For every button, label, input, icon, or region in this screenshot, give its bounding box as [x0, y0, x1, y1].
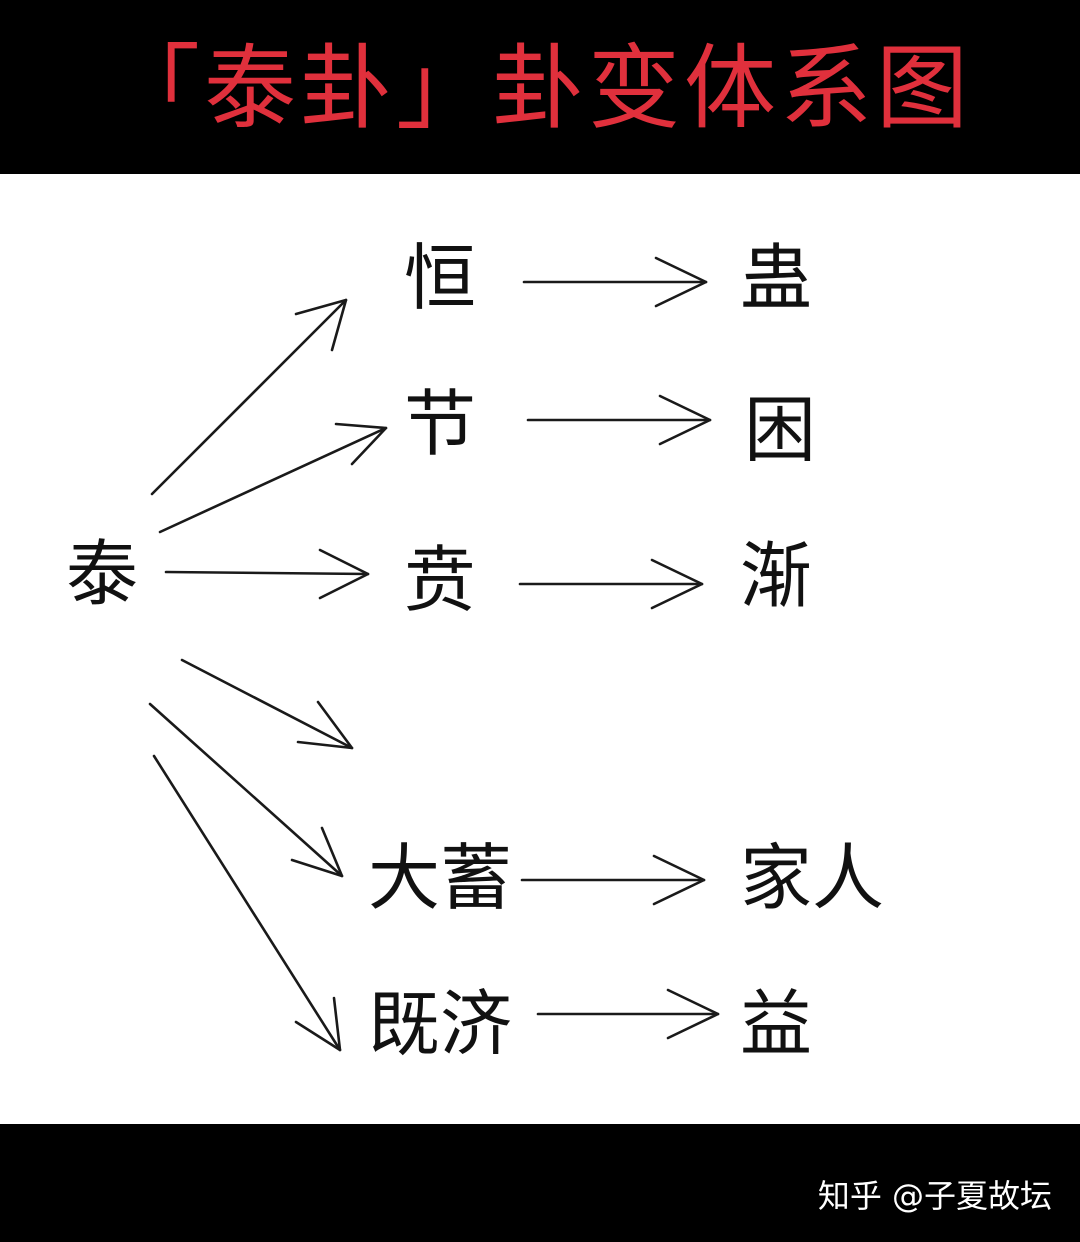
branch-node-5: 大蓄	[368, 836, 513, 920]
root-node: 泰	[66, 532, 139, 616]
diagram-area: 泰 恒 节 贲 大蓄 既济 蛊 困 渐 家人 益	[0, 174, 1080, 1124]
footer-band: 知乎 @子夏故坛	[0, 1124, 1080, 1242]
arrow-root-to-branch-5	[148, 702, 344, 878]
second-node-2: 困	[744, 388, 817, 472]
second-node-3: 渐	[740, 534, 813, 618]
arrow-root-to-branch-6	[152, 754, 342, 1052]
branch-node-1: 恒	[404, 236, 477, 320]
arrow-root-to-branch-3	[164, 548, 370, 600]
arrow-root-to-branch-4	[180, 658, 354, 750]
diagram-arrows	[148, 256, 720, 1052]
arrow-root-to-branch-1	[150, 298, 348, 496]
branch-node-3: 贲	[404, 538, 477, 622]
title-band: 「泰卦」卦变体系图	[0, 0, 1080, 174]
branch-node-6: 既济	[368, 982, 513, 1066]
source-watermark: 知乎 @子夏故坛	[817, 1177, 1052, 1215]
arrow-branch-1-to-next	[522, 256, 708, 308]
second-node-6: 益	[740, 982, 813, 1066]
arrow-branch-6-to-next	[536, 988, 720, 1040]
arrow-branch-5-to-next	[520, 854, 706, 906]
second-node-5: 家人	[740, 836, 885, 920]
arrow-branch-3-to-next	[518, 558, 704, 610]
diagram-title: 「泰卦」卦变体系图	[107, 35, 972, 142]
arrow-root-to-branch-2	[158, 422, 388, 534]
branch-node-2: 节	[404, 382, 477, 466]
second-node-1: 蛊	[740, 236, 813, 320]
arrow-branch-2-to-next	[526, 394, 712, 446]
